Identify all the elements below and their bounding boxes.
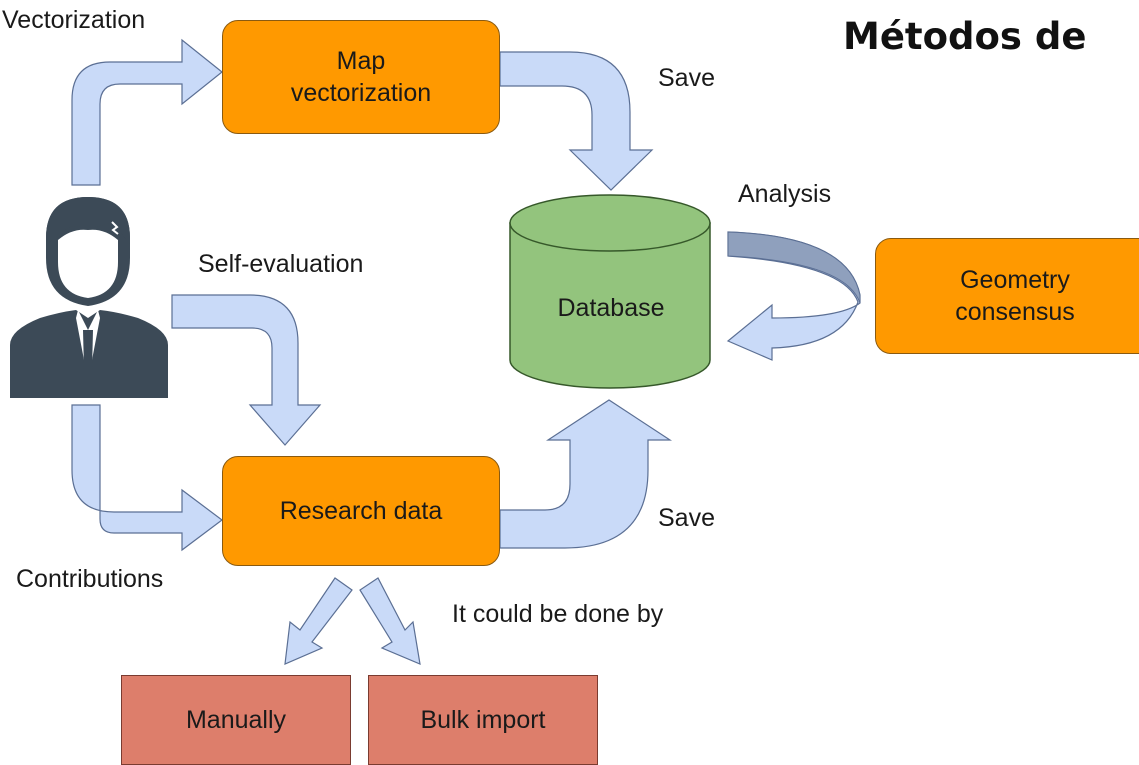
node-bulk-import: Bulk import xyxy=(368,675,598,765)
label-could-be-done-by: It could be done by xyxy=(452,600,664,628)
arrow-user-to-research-data xyxy=(71,404,223,552)
label-analysis: Analysis xyxy=(738,180,832,208)
arrow-research-data-to-database xyxy=(499,399,673,549)
analysis-band-shade xyxy=(727,231,861,304)
database-cylinder xyxy=(509,194,711,389)
user-avatar-icon xyxy=(10,197,168,398)
node-database: Database xyxy=(557,294,665,322)
node-map-vectorization: Map vectorization xyxy=(222,20,500,134)
node-research-data: Research data xyxy=(222,456,500,566)
arrow-to-manually xyxy=(284,577,353,665)
node-geometry-consensus: Geometry consensus xyxy=(875,238,1139,354)
arrow-self-evaluation xyxy=(171,294,322,446)
label-self-evaluation: Self-evaluation xyxy=(198,250,364,278)
node-manually: Manually xyxy=(121,675,351,765)
label-save-bottom: Save xyxy=(658,504,715,532)
arrow-to-bulk-import xyxy=(359,577,421,665)
label-contributions: Contributions xyxy=(16,565,164,593)
label-vectorization: Vectorization xyxy=(2,6,146,34)
slide-title: Métodos de xyxy=(843,15,1087,58)
arrow-map-vectorization-to-database xyxy=(499,51,654,191)
label-save-top: Save xyxy=(658,64,715,92)
arrow-user-to-map-vectorization xyxy=(71,38,223,186)
